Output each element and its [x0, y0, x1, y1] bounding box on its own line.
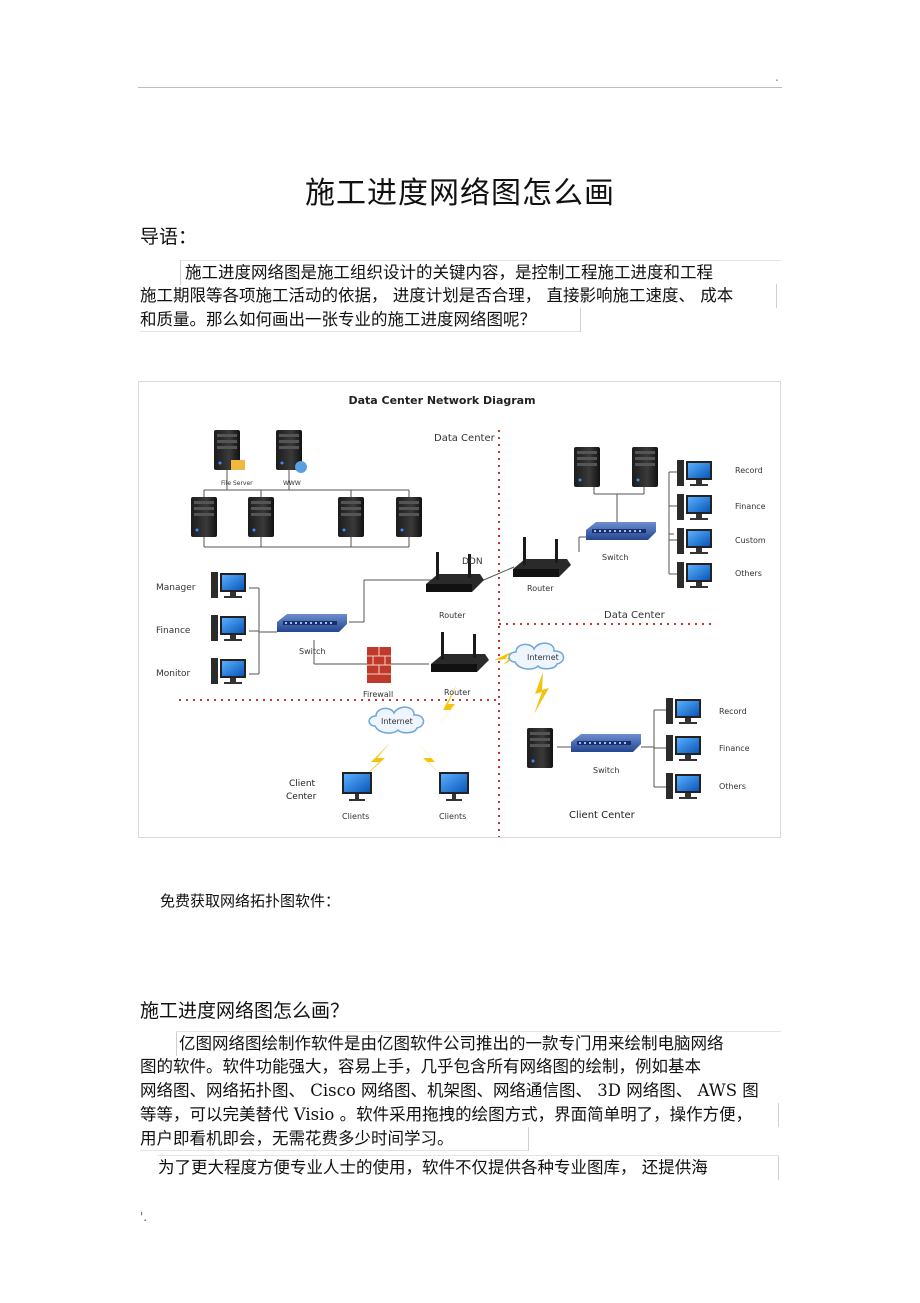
label-finance-top: Finance	[735, 502, 766, 511]
page-title: 施工进度网络图怎么画	[305, 176, 615, 211]
label-finance-bottom: Finance	[719, 744, 750, 753]
label-switch-right-bottom: Switch	[593, 766, 619, 775]
label-file-server: File Server	[221, 480, 253, 487]
server-icon	[191, 497, 217, 537]
label-finance-left: Finance	[156, 626, 191, 636]
intro-line-1: 施工进度网络图是施工组织设计的关键内容，是控制工程施工进度和工程	[180, 260, 781, 285]
body-line-6: 为了更大程度方便专业人士的使用，软件不仅提供各种专业图库， 还提供海	[158, 1155, 779, 1180]
label-www: WWW	[283, 480, 301, 487]
label-clients-2: Clients	[439, 812, 466, 821]
workstation-icon	[211, 615, 246, 641]
server-icon	[574, 447, 600, 487]
label-data-center-top: Data Center	[434, 433, 496, 444]
get-software-text: 免费获取网络拓扑图软件：	[160, 892, 341, 910]
workstation-icon	[677, 528, 712, 554]
network-diagram: Data Center Network Diagram Data Center …	[138, 381, 781, 838]
intro-line-2: 施工期限等各项施工活动的依据， 进度计划是否合理， 直接影响施工速度、 成本	[140, 284, 777, 308]
label-others-top: Others	[735, 569, 762, 578]
label-monitor: Monitor	[156, 669, 191, 679]
workstation-icon	[666, 698, 701, 724]
workstation-icon	[666, 735, 701, 761]
label-internet-left: Internet	[381, 717, 413, 726]
label-clients-1: Clients	[342, 812, 369, 821]
body-line-3: 网络图、网络拓扑图、 Cisco 网络图、机架图、网络通信图、 3D 网络图、 …	[140, 1081, 759, 1100]
label-custom: Custom	[735, 536, 766, 545]
diagram-title: Data Center Network Diagram	[348, 394, 535, 407]
connection-lines	[203, 470, 679, 788]
router-icon	[431, 632, 489, 672]
body-line-4: 等等，可以完美替代 Visio 。软件采用拖拽的绘图方式，界面简单明了，操作方便…	[140, 1103, 779, 1127]
label-manager: Manager	[156, 583, 196, 593]
header-mark: .	[775, 70, 779, 84]
header-rule	[138, 87, 782, 88]
intro-label: 导语：	[140, 226, 198, 248]
label-record-top: Record	[735, 466, 763, 475]
server-icon	[527, 728, 553, 768]
body-line-1: 亿图网络图绘制作软件是由亿图软件公司推出的一款专门用来绘制电脑网络	[176, 1031, 781, 1056]
server-icon	[632, 447, 658, 487]
body-line-5: 用户即看机即会，无需花费多少时间学习。	[140, 1127, 529, 1151]
switch-icon	[586, 522, 656, 540]
workstation-icon	[211, 572, 246, 598]
firewall-icon	[367, 647, 391, 683]
label-router-mid: Router	[444, 688, 471, 697]
switch-icon	[277, 614, 347, 632]
router-icon	[513, 537, 571, 577]
footer-mark: '.	[140, 1210, 148, 1224]
label-router-right: Router	[527, 584, 554, 593]
workstation-icon	[677, 494, 712, 520]
label-ddn: DDN	[462, 557, 483, 567]
server-icon	[338, 497, 364, 537]
workstation-icon	[211, 658, 246, 684]
wireless-links	[361, 652, 549, 780]
workstation-icon	[677, 562, 712, 588]
label-data-center-right: Data Center	[604, 610, 666, 621]
workstation-icon	[677, 460, 712, 486]
label-client-center-bottom: Client Center	[569, 810, 636, 821]
label-firewall: Firewall	[363, 690, 393, 699]
client-monitor-icon	[439, 772, 469, 801]
label-record-bottom: Record	[719, 707, 747, 716]
label-switch-right-top: Switch	[602, 553, 628, 562]
label-switch-left: Switch	[299, 647, 325, 656]
section-title: 施工进度网络图怎么画？	[140, 1000, 350, 1022]
workstation-icon	[666, 773, 701, 799]
label-internet-right: Internet	[527, 653, 559, 662]
intro-line-3: 和质量。那么如何画出一张专业的施工进度网络图呢？	[140, 308, 581, 332]
client-monitor-icon	[342, 772, 372, 801]
globe-icon	[295, 461, 307, 473]
label-others-bottom: Others	[719, 782, 746, 791]
folder-icon	[231, 460, 245, 470]
label-router-top: Router	[439, 611, 466, 620]
switch-icon	[571, 734, 641, 752]
server-icon	[248, 497, 274, 537]
body-line-2: 图的软件。软件功能强大，容易上手，几乎包含所有网络图的绘制，例如基本	[140, 1057, 701, 1076]
label-client-center-1: Client	[289, 779, 316, 789]
label-client-center-2: Center	[286, 792, 317, 802]
server-icon	[396, 497, 422, 537]
